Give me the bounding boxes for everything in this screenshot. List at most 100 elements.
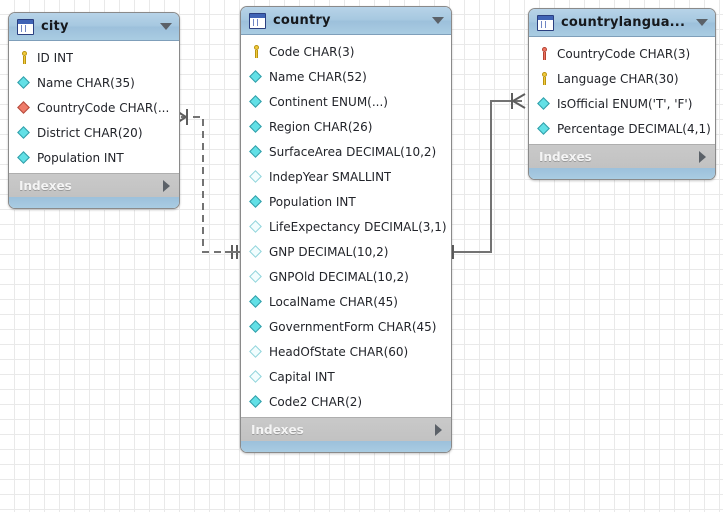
column-row[interactable]: GNP DECIMAL(10,2) bbox=[241, 239, 451, 264]
column-icon bbox=[250, 345, 263, 359]
chevron-down-icon[interactable] bbox=[696, 19, 708, 26]
column-row[interactable]: CountryCode CHAR(3) bbox=[529, 41, 715, 66]
column-row[interactable]: Population INT bbox=[241, 189, 451, 214]
column-label: District CHAR(20) bbox=[37, 125, 143, 140]
chevron-right-icon[interactable] bbox=[163, 179, 170, 192]
column-label: Code CHAR(3) bbox=[269, 44, 355, 59]
column-row[interactable]: Percentage DECIMAL(4,1) bbox=[529, 116, 715, 141]
column-row[interactable]: IsOfficial ENUM('T', 'F') bbox=[529, 91, 715, 116]
column-label: Name CHAR(35) bbox=[37, 75, 135, 90]
column-label: Population INT bbox=[37, 150, 124, 165]
chevron-down-icon[interactable] bbox=[160, 23, 172, 30]
table-countrylanguage-header[interactable]: countrylangua... bbox=[529, 9, 715, 37]
table-icon bbox=[537, 14, 554, 31]
table-icon bbox=[249, 12, 266, 29]
column-label: IndepYear SMALLINT bbox=[269, 169, 392, 184]
chevron-right-icon[interactable] bbox=[699, 150, 706, 163]
column-label: Code2 CHAR(2) bbox=[269, 394, 363, 409]
column-icon bbox=[250, 295, 263, 309]
column-icon bbox=[250, 395, 263, 409]
column-icon bbox=[250, 195, 263, 209]
column-label: GovernmentForm CHAR(45) bbox=[269, 319, 437, 334]
column-label: GNP DECIMAL(10,2) bbox=[269, 244, 389, 259]
table-countrylanguage[interactable]: countrylangua... CountryCode CHAR(3) Lan… bbox=[528, 8, 716, 180]
column-label: GNPOld DECIMAL(10,2) bbox=[269, 269, 409, 284]
primary-key-icon bbox=[250, 44, 263, 59]
foreign-key-column-icon bbox=[18, 101, 31, 115]
column-row[interactable]: LocalName CHAR(45) bbox=[241, 289, 451, 314]
column-row[interactable]: GNPOld DECIMAL(10,2) bbox=[241, 264, 451, 289]
table-countrylanguage-indexes-section[interactable]: Indexes bbox=[529, 144, 715, 168]
chevron-down-icon[interactable] bbox=[432, 17, 444, 24]
column-label: Percentage DECIMAL(4,1) bbox=[557, 121, 711, 136]
indexes-label: Indexes bbox=[19, 178, 72, 193]
column-icon bbox=[250, 270, 263, 284]
column-row[interactable]: Capital INT bbox=[241, 364, 451, 389]
column-row[interactable]: Continent ENUM(...) bbox=[241, 89, 451, 114]
column-row[interactable]: LifeExpectancy DECIMAL(3,1) bbox=[241, 214, 451, 239]
table-icon bbox=[17, 18, 34, 35]
column-icon bbox=[250, 95, 263, 109]
column-icon bbox=[18, 151, 31, 165]
column-icon bbox=[538, 97, 551, 111]
table-country-indexes-section[interactable]: Indexes bbox=[241, 417, 451, 441]
primary-key-icon bbox=[18, 50, 31, 65]
column-icon bbox=[250, 320, 263, 334]
table-footer-strip bbox=[241, 441, 451, 452]
column-label: Capital INT bbox=[269, 369, 335, 384]
column-label: CountryCode CHAR(3) bbox=[557, 46, 691, 61]
table-footer-strip bbox=[529, 168, 715, 179]
chevron-right-icon[interactable] bbox=[435, 423, 442, 436]
table-city-title: city bbox=[41, 19, 69, 34]
column-row[interactable]: Region CHAR(26) bbox=[241, 114, 451, 139]
column-row[interactable]: Population INT bbox=[9, 145, 179, 170]
column-row[interactable]: District CHAR(20) bbox=[9, 120, 179, 145]
column-row[interactable]: CountryCode CHAR(... bbox=[9, 95, 179, 120]
column-row[interactable]: Code2 CHAR(2) bbox=[241, 389, 451, 414]
column-icon bbox=[250, 245, 263, 259]
column-label: IsOfficial ENUM('T', 'F') bbox=[557, 96, 693, 111]
column-row[interactable]: ID INT bbox=[9, 45, 179, 70]
table-country-columns: Code CHAR(3) Name CHAR(52) Continent ENU… bbox=[241, 35, 451, 417]
column-row[interactable]: IndepYear SMALLINT bbox=[241, 164, 451, 189]
column-icon bbox=[250, 70, 263, 84]
column-label: Language CHAR(30) bbox=[557, 71, 679, 86]
column-icon bbox=[250, 170, 263, 184]
table-city-columns: ID INT Name CHAR(35) CountryCode CHAR(..… bbox=[9, 41, 179, 173]
table-footer-strip bbox=[9, 197, 179, 208]
column-label: LifeExpectancy DECIMAL(3,1) bbox=[269, 219, 447, 234]
indexes-label: Indexes bbox=[539, 149, 592, 164]
column-label: Region CHAR(26) bbox=[269, 119, 373, 134]
column-label: CountryCode CHAR(... bbox=[37, 100, 170, 115]
column-label: Population INT bbox=[269, 194, 356, 209]
column-row[interactable]: Language CHAR(30) bbox=[529, 66, 715, 91]
column-label: Continent ENUM(...) bbox=[269, 94, 388, 109]
primary-foreign-key-icon bbox=[538, 46, 551, 61]
primary-key-icon bbox=[538, 71, 551, 86]
table-city-header[interactable]: city bbox=[9, 13, 179, 41]
table-city[interactable]: city ID INT Name CHAR(35) CountryCode CH… bbox=[8, 12, 180, 209]
table-country-header[interactable]: country bbox=[241, 7, 451, 35]
column-icon bbox=[250, 370, 263, 384]
column-icon bbox=[18, 76, 31, 90]
column-label: HeadOfState CHAR(60) bbox=[269, 344, 409, 359]
table-city-indexes-section[interactable]: Indexes bbox=[9, 173, 179, 197]
column-row[interactable]: Name CHAR(35) bbox=[9, 70, 179, 95]
indexes-label: Indexes bbox=[251, 422, 304, 437]
column-row[interactable]: Code CHAR(3) bbox=[241, 39, 451, 64]
column-row[interactable]: Name CHAR(52) bbox=[241, 64, 451, 89]
table-country-title: country bbox=[273, 13, 331, 28]
column-icon bbox=[18, 126, 31, 140]
column-label: LocalName CHAR(45) bbox=[269, 294, 398, 309]
column-row[interactable]: SurfaceArea DECIMAL(10,2) bbox=[241, 139, 451, 164]
table-countrylanguage-title: countrylangua... bbox=[561, 15, 686, 30]
column-label: SurfaceArea DECIMAL(10,2) bbox=[269, 144, 437, 159]
column-icon bbox=[538, 122, 551, 136]
column-label: ID INT bbox=[37, 50, 74, 65]
column-row[interactable]: GovernmentForm CHAR(45) bbox=[241, 314, 451, 339]
table-countrylanguage-columns: CountryCode CHAR(3) Language CHAR(30) Is… bbox=[529, 37, 715, 144]
column-icon bbox=[250, 145, 263, 159]
column-icon bbox=[250, 220, 263, 234]
column-row[interactable]: HeadOfState CHAR(60) bbox=[241, 339, 451, 364]
table-country[interactable]: country Code CHAR(3) Name CHAR(52) Conti… bbox=[240, 6, 452, 453]
